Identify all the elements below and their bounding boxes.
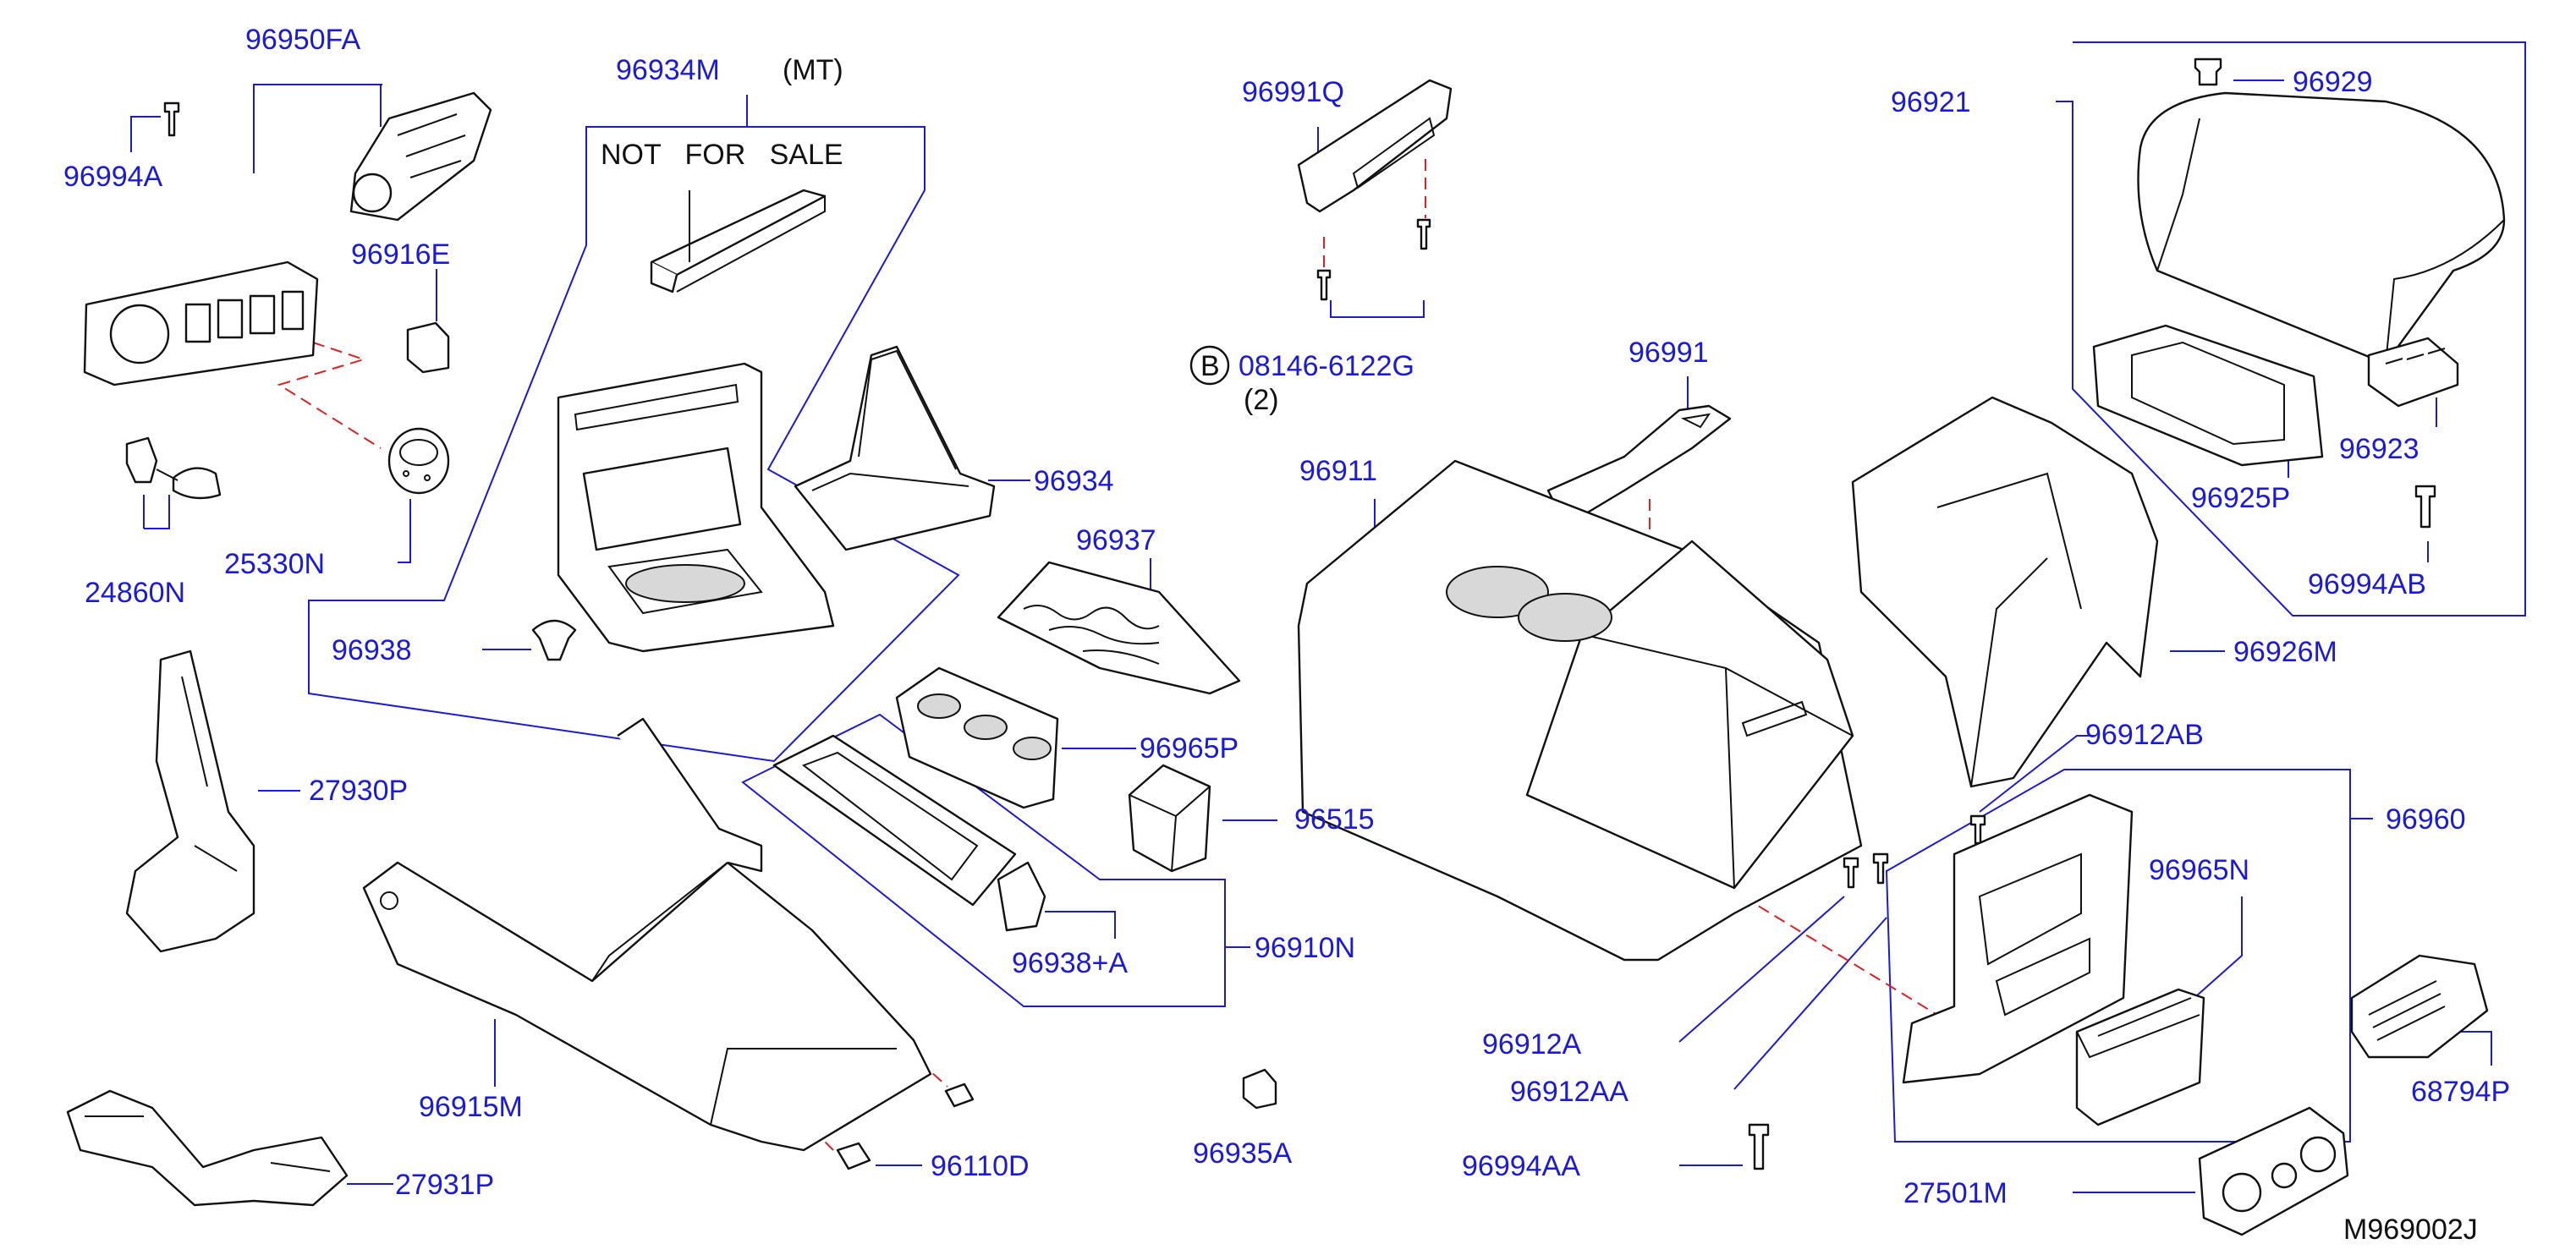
leader-lines <box>130 41 2526 1193</box>
bolts-08146 <box>1316 218 1431 301</box>
circle-b-letter: B <box>1200 350 1220 382</box>
label-96991: 96991 <box>1629 337 1709 369</box>
box-96515 <box>1128 764 1211 873</box>
label-96934: 96934 <box>1034 465 1114 497</box>
label-96925p: 96925P <box>2191 482 2290 514</box>
label-96991q: 96991Q <box>1242 76 1344 108</box>
bracket-96926m <box>1851 396 2159 788</box>
heater-control-27501m <box>2198 1106 2349 1236</box>
screw-96994aa <box>1748 1123 1770 1170</box>
clip-96938 <box>531 619 577 661</box>
screw-96912a <box>1843 857 1859 889</box>
ashtray-96965n <box>2075 988 2205 1126</box>
label-96515: 96515 <box>1294 803 1375 836</box>
label-96910n: 96910N <box>1255 932 1355 964</box>
console-finisher-96934m <box>557 362 835 653</box>
clip-96916e <box>406 321 450 374</box>
mt-note: (MT) <box>783 54 843 86</box>
label-96937: 96937 <box>1076 524 1156 556</box>
duct-27930p <box>125 649 255 953</box>
console-base-96915m <box>362 717 932 1152</box>
label-24860n: 24860N <box>85 577 185 609</box>
cup-holder-96965p <box>895 666 1059 809</box>
console-body-96911 <box>1297 459 1863 962</box>
label-96110d: 96110D <box>931 1150 1030 1182</box>
socket-25330n <box>387 427 450 495</box>
screw-96912aa <box>1872 852 1889 885</box>
tray-96910n <box>772 734 1046 932</box>
screw-96912ab <box>1969 814 1986 845</box>
label-96938a: 96938+A <box>1012 947 1128 979</box>
label-96960: 96960 <box>2386 803 2466 836</box>
bracket-96991 <box>1546 404 1732 518</box>
label-96921: 96921 <box>1891 86 1971 118</box>
screw-96994ab <box>2414 485 2436 529</box>
shift-boot-96934 <box>794 345 996 551</box>
label-27501m: 27501M <box>1903 1177 2008 1209</box>
bulb-24860n <box>125 436 222 500</box>
hinge-tray-96925p <box>2092 324 2324 467</box>
label-27930p: 27930P <box>309 775 408 807</box>
bolt-quantity-note: (2) <box>1244 384 1279 416</box>
clip-96110d <box>836 1082 975 1170</box>
label-96994a: 96994A <box>63 161 163 193</box>
label-96994ab: 96994AB <box>2308 568 2426 600</box>
screw-96994a <box>163 101 180 137</box>
label-96923: 96923 <box>2339 433 2419 465</box>
label-96950fa: 96950FA <box>245 24 360 56</box>
rear-finisher-96960 <box>1902 793 2134 1084</box>
label-25330n: 25330N <box>224 548 325 580</box>
label-68794p: 68794P <box>2411 1076 2510 1108</box>
armrest-lid-96921 <box>2137 91 2506 365</box>
label-96994aa: 96994AA <box>1462 1150 1580 1182</box>
label-96934m: 96934M <box>616 54 720 86</box>
label-96926m: 96926M <box>2233 636 2337 668</box>
finisher-strip-96934m <box>650 189 827 293</box>
label-96912aa: 96912AA <box>1510 1076 1629 1108</box>
bracket-96991q <box>1297 79 1453 213</box>
label-96915m: 96915M <box>419 1091 523 1123</box>
label-96916e: 96916E <box>351 238 450 271</box>
duct-27931p <box>66 1089 349 1207</box>
cap-96929 <box>2194 58 2222 86</box>
latch-96923 <box>2367 337 2459 408</box>
label-96912ab: 96912AB <box>2085 719 2204 751</box>
label-96912a: 96912A <box>1482 1028 1582 1060</box>
clip-96935a <box>1242 1068 1277 1110</box>
label-96911: 96911 <box>1299 455 1377 487</box>
label-96965n: 96965N <box>2149 854 2249 886</box>
circle-b-marker <box>1189 345 1230 386</box>
label-27931p: 27931P <box>395 1169 494 1201</box>
label-96935a: 96935A <box>1193 1137 1293 1170</box>
label-96938: 96938 <box>332 634 412 666</box>
part-number-labels: 96950FA 96994A 96916E 24860N 25330N 9693… <box>63 24 2510 1209</box>
mat-96937 <box>997 561 1241 695</box>
not-for-sale-note: NOT FOR SALE <box>601 139 843 171</box>
diagram-code: M969002J <box>2343 1214 2478 1246</box>
label-96965p: 96965P <box>1140 732 1239 765</box>
switch-panel-96950fa <box>83 91 492 386</box>
label-08146: 08146-6122G <box>1239 350 1414 382</box>
label-96929: 96929 <box>2293 66 2373 98</box>
vent-68794p <box>2350 954 2489 1059</box>
